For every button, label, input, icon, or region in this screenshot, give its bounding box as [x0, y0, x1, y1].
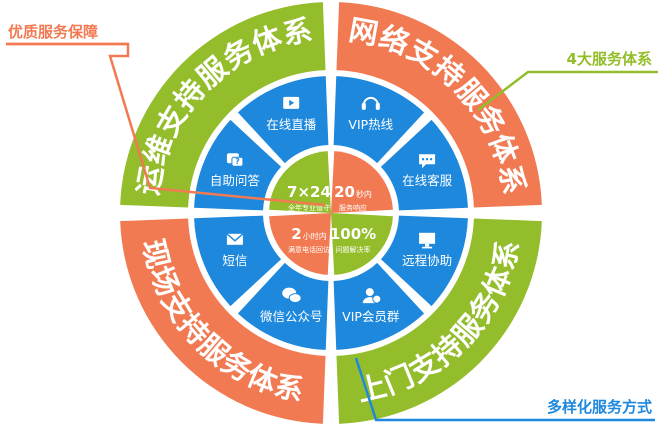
center-quadrant	[331, 151, 393, 213]
service-channel-label: VIP热线	[348, 117, 393, 132]
service-channel-label: 在线直播	[266, 117, 317, 132]
envelope-icon	[226, 233, 244, 245]
callout-label: 多样化服务方式	[547, 398, 652, 416]
outer-ring-top-left	[120, 2, 326, 208]
callout-diverse-methods: 多样化服务方式	[354, 357, 655, 422]
outer-ring-top-right	[336, 2, 542, 208]
service-channel-label: 自助问答	[210, 173, 261, 188]
svg-text:?: ?	[235, 157, 240, 166]
service-channel-4[interactable]: 微信公众号	[237, 262, 329, 350]
service-channel-segment	[380, 215, 468, 307]
center-quadrant	[331, 213, 393, 275]
center-metric-caption: 全年专业值守	[288, 203, 330, 212]
service-channel-segment	[333, 262, 425, 350]
center-metric-value: 20秒内	[334, 183, 372, 201]
center-quadrant	[269, 213, 331, 275]
service-channel-3[interactable]: VIP会员群	[333, 262, 425, 350]
service-channel-segment	[237, 262, 329, 350]
center-metric-value: 100%	[330, 225, 376, 243]
callout-four-systems: 4大服务体系	[477, 50, 658, 111]
service-channel-6[interactable]: ? 自助问答	[194, 119, 282, 211]
center-metric-top-left: 7×24 全年专业值守	[269, 151, 331, 213]
center-quadrant	[269, 151, 331, 213]
monitor-icon	[419, 232, 436, 249]
center-metric-caption: 服务响应	[339, 203, 367, 212]
callout-label: 4大服务体系	[567, 50, 652, 68]
center-metric-value: 2小时内	[291, 225, 326, 243]
service-channel-segment	[194, 215, 282, 307]
service-channel-segment	[237, 76, 329, 164]
service-channel-2[interactable]: 远程协助	[380, 215, 468, 307]
service-channel-7[interactable]: 在线直播	[237, 76, 329, 164]
callout-quality-service: 优质服务保障	[6, 23, 326, 207]
chat-icon	[419, 154, 436, 169]
headset-icon	[361, 96, 380, 110]
service-channel-segment	[333, 76, 425, 164]
callout-line	[354, 357, 655, 422]
wechat-icon	[282, 287, 302, 304]
question-bubble-icon: ?	[226, 153, 244, 167]
center-metric-value: 7×24	[287, 183, 331, 201]
service-channel-label: VIP会员群	[342, 309, 400, 324]
callout-label: 优质服务保障	[8, 23, 98, 41]
service-channel-1[interactable]: 在线客服	[380, 119, 468, 211]
center-metric-bottom-right: 100% 问题解决率	[330, 213, 393, 275]
service-channel-label: 远程协助	[402, 253, 452, 268]
service-channel-5[interactable]: 短信	[194, 215, 282, 307]
play-icon	[283, 96, 300, 109]
group-icon	[362, 288, 382, 304]
outer-ring-bottom-left	[120, 218, 326, 424]
callout-line	[477, 70, 658, 111]
service-channel-label: 短信	[222, 253, 247, 268]
service-channel-label: 微信公众号	[260, 309, 323, 324]
center-metric-caption: 满意电话回访	[288, 245, 330, 254]
center-metric-caption: 问题解决率	[336, 245, 371, 254]
service-channel-label: 在线客服	[402, 173, 453, 188]
service-channel-0[interactable]: VIP热线	[333, 76, 425, 164]
outer-ring-bottom-right	[336, 218, 542, 424]
